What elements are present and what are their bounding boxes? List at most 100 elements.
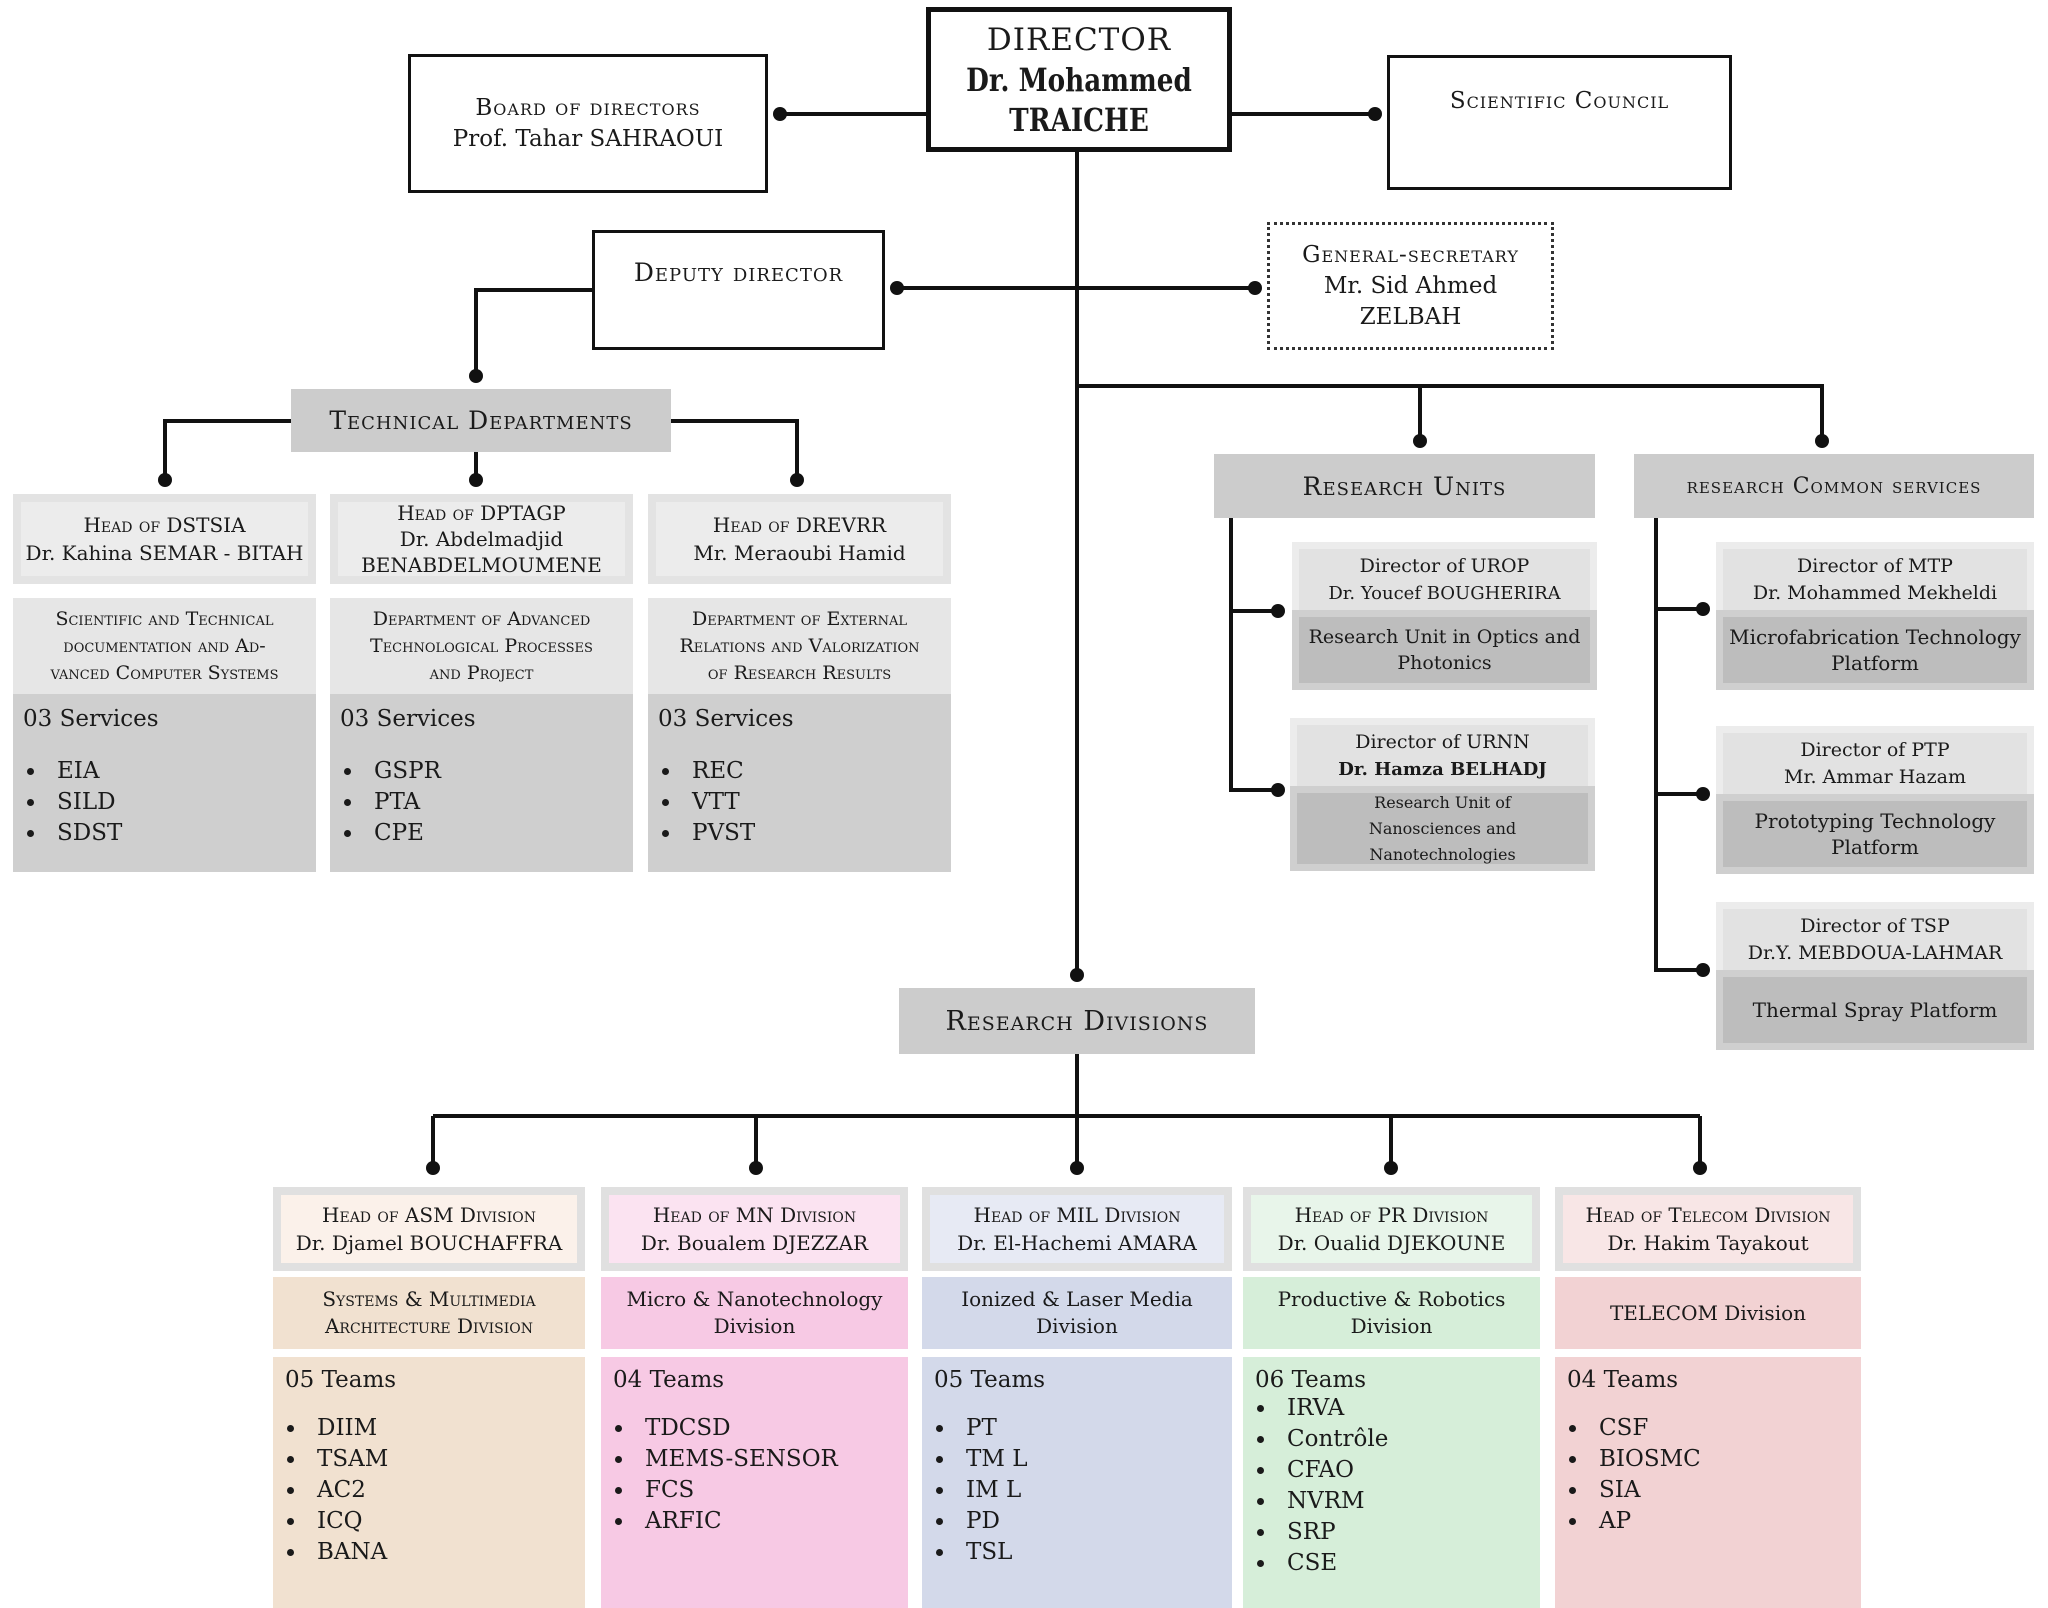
common-services-header: research Common services [1634,454,2034,518]
unit-director-name: Dr. Hamza BELHADJ [1338,758,1547,780]
teams-count: 04 Teams [613,1367,725,1393]
department-name: Department of Advanced Technological Pro… [330,598,633,694]
division-teams: 04 Teams TDCSD MEMS-SENSOR FCS ARFIC [601,1357,908,1608]
services-list: EIA SILD SDST [23,756,306,849]
services-list: GSPR PTA CPE [340,756,623,849]
dot-div3 [1070,1161,1084,1175]
division-head: Head of Telecom Division Dr. Hakim Tayak… [1555,1187,1861,1271]
department-name-line: Department of External [692,607,907,630]
division-name-line: Architecture Division [324,1314,533,1338]
platform-director-name: Dr. Mohammed Mekheldi [1752,581,1998,604]
connector-right-branch [1077,384,1824,441]
platform-director: Director of TSP Dr.Y. MEBDOUA-LAHMAR [1716,902,2034,970]
service-item: PVST [682,818,941,849]
team-item: TM L [956,1444,1220,1475]
platform-director: Director of PTP Mr. Ammar Hazam [1716,726,2034,794]
division-head-title: Head of MN Division [652,1203,857,1227]
department-head: Head of DPTAGP Dr. Abdelmadjid BENABDELM… [330,494,633,584]
department-name: Department of External Relations and Val… [648,598,951,694]
board-box: Board of directors Prof. Tahar SAHRAOUI [408,54,768,193]
dot-unit2 [1271,783,1285,797]
dot-dept2 [469,473,483,487]
division-teams: 04 Teams CSF BIOSMC SIA AP [1555,1357,1861,1608]
connector-technical-left [163,419,291,480]
service-item: REC [682,756,941,787]
division-head: Head of ASM Division Dr. Djamel BOUCHAFF… [273,1187,585,1271]
unit-director-title: Director of URNN [1355,730,1530,753]
platform-director-title: Director of MTP [1797,554,1953,577]
department-name-line: documentation and Ad- [63,634,266,657]
division-card-telecom: Head of Telecom Division Dr. Hakim Tayak… [1555,1187,1861,1608]
department-head-name: Dr. Abdelmadjid [399,527,564,551]
teams-list: TDCSD MEMS-SENSOR FCS ARFIC [613,1413,896,1537]
unit-label-line: Nanosciences and Nanotechnologies [1368,818,1517,864]
services-count: 03 Services [658,706,794,732]
team-item: BANA [307,1537,573,1568]
division-head: Head of MN Division Dr. Boualem DJEZZAR [601,1187,908,1271]
team-item: DIIM [307,1413,573,1444]
team-item: PD [956,1506,1220,1537]
platform-director-name: Mr. Ammar Hazam [1784,765,1966,788]
connector-units-bus [1229,518,1278,792]
board-name: Prof. Tahar SAHRAOUI [452,125,724,152]
dot-divisions [1070,968,1084,982]
division-name: Ionized & Laser Media Division [922,1277,1232,1349]
research-divisions-header: Research Divisions [899,988,1255,1054]
secretary-title: General-secretary [1302,241,1519,268]
department-head-name: Mr. Meraoubi Hamid [693,541,906,565]
team-item: NVRM [1277,1486,1528,1517]
team-item: IM L [956,1475,1220,1506]
team-item: CSF [1589,1413,1849,1444]
council-title: Scientific Council [1449,88,1670,114]
platform-ptp: Director of PTP Mr. Ammar Hazam Prototyp… [1716,726,2034,874]
services-count: 03 Services [23,706,159,732]
division-name-line: TELECOM Division [1609,1300,1807,1325]
platform-label-line: Platform [1831,835,1919,859]
division-card-mil: Head of MIL Division Dr. El-Hachemi AMAR… [922,1187,1232,1608]
platform-mtp: Director of MTP Dr. Mohammed Mekheldi Mi… [1716,542,2034,690]
director-name: Dr. Mohammed TRAICHE [966,60,1192,139]
service-item: VTT [682,787,941,818]
division-card-pr: Head of PR Division Dr. Oualid DJEKOUNE … [1243,1187,1540,1608]
dot-unit1 [1271,604,1285,618]
team-item: Contrôle [1277,1424,1528,1455]
dot-dept3 [790,473,804,487]
department-head-title: Head of DSTSIA [83,513,246,537]
division-card-mn: Head of MN Division Dr. Boualem DJEZZAR … [601,1187,908,1608]
team-item: ICQ [307,1506,573,1537]
department-name-line: Department of Advanced [372,607,591,630]
platform-label: Thermal Spray Platform [1716,970,2034,1050]
department-name-line: vanced Computer Systems [50,661,279,684]
dot-secretary [1248,281,1262,295]
team-item: MEMS-SENSOR [635,1444,896,1475]
unit-director-title: Director of UROP [1359,554,1530,577]
dot-div4 [1384,1161,1398,1175]
deputy-box: Deputy director [592,230,885,350]
service-item: SILD [47,787,306,818]
department-card-dstsia: Head of DSTSIA Dr. Kahina SEMAR - BITAH … [13,494,316,872]
teams-count: 06 Teams [1255,1367,1367,1393]
platform-label-line: Prototyping Technology [1754,809,1996,833]
department-head-title: Head of DPTAGP [397,501,566,525]
department-head: Head of DREVRR Mr. Meraoubi Hamid [648,494,951,584]
platform-label-line: Microfabrication Technology [1729,625,2021,649]
service-item: CPE [364,818,623,849]
teams-list: CSF BIOSMC SIA AP [1567,1413,1849,1537]
department-card-drevrr: Head of DREVRR Mr. Meraoubi Hamid Depart… [648,494,951,872]
department-name-line: Scientific and Technical [55,607,274,630]
teams-list: DIIM TSAM AC2 ICQ BANA [285,1413,573,1568]
technical-header: Technical Departments [291,389,671,452]
division-name-line: Ionized & Laser Media [961,1287,1193,1311]
team-item: BIOSMC [1589,1444,1849,1475]
dot-council [1368,107,1382,121]
division-name: Micro & Nanotechnology Division [601,1277,908,1349]
department-services: 03 Services REC VTT PVST [648,694,951,872]
department-name: Scientific and Technical documentation a… [13,598,316,694]
division-head: Head of PR Division Dr. Oualid DJEKOUNE [1243,1187,1540,1271]
services-list: REC VTT PVST [658,756,941,849]
department-head-name-2: BENABDELMOUMENE [361,553,602,577]
department-services: 03 Services GSPR PTA CPE [330,694,633,872]
secretary-box: General-secretary Mr. Sid Ahmed ZELBAH [1267,222,1554,350]
dot-dept1 [158,473,172,487]
